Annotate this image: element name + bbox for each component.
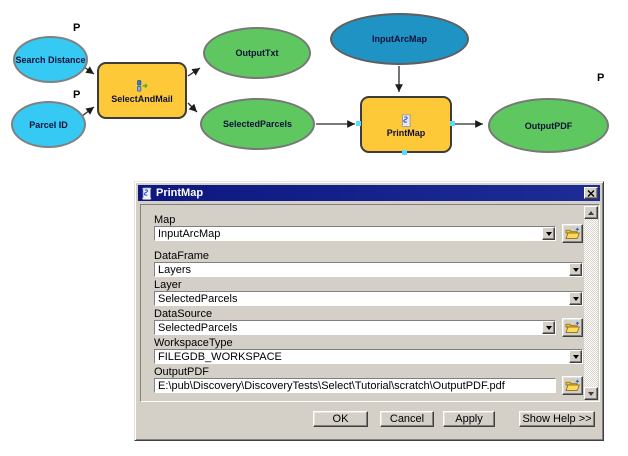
node-label: Search Distance	[15, 54, 86, 65]
dataframe-combobox	[154, 262, 583, 277]
field-row-layer: Layer	[154, 279, 583, 306]
workspacetype-input[interactable]	[155, 350, 569, 363]
map-input[interactable]	[155, 227, 542, 240]
node-anchor-left	[356, 121, 361, 126]
folder-icon	[565, 379, 580, 391]
datasource-input[interactable]	[155, 321, 542, 334]
field-label-layer: Layer	[154, 279, 182, 291]
node-label: OutputPDF	[524, 120, 573, 131]
chevron-down-icon	[545, 231, 552, 236]
script-tool-icon	[401, 114, 411, 127]
dialog-titlebar: PrintMap	[138, 185, 600, 201]
datasource-dropdown-button[interactable]	[542, 321, 555, 334]
map-browse-button[interactable]	[562, 224, 583, 243]
dataframe-dropdown-button[interactable]	[569, 263, 582, 276]
field-row-datasource: DataSource	[154, 308, 583, 337]
dataframe-input[interactable]	[155, 263, 569, 276]
close-icon	[587, 189, 595, 197]
vertical-scrollbar[interactable]	[584, 206, 598, 400]
field-row-outputpdf: OutputPDF	[154, 366, 583, 395]
field-row-map: Map	[154, 214, 583, 243]
model-node-input-arcmap[interactable]: InputArcMap	[330, 13, 469, 65]
model-node-search-distance[interactable]: Search Distance	[13, 36, 88, 83]
outputpdf-input[interactable]	[155, 379, 555, 392]
field-row-workspacetype: WorkspaceType	[154, 337, 583, 364]
field-label-dataframe: DataFrame	[154, 250, 210, 262]
model-node-select-and-mail[interactable]: SelectAndMail	[97, 62, 187, 119]
workspacetype-combobox	[154, 349, 583, 364]
close-button[interactable]	[584, 187, 598, 199]
cancel-button[interactable]: Cancel	[380, 411, 434, 427]
outputpdf-textbox	[154, 378, 556, 393]
outputpdf-browse-button[interactable]	[562, 376, 583, 395]
chevron-down-icon	[572, 296, 579, 301]
field-label-map: Map	[154, 214, 176, 226]
chevron-down-icon	[572, 354, 579, 359]
dialog-title: PrintMap	[156, 187, 204, 199]
model-node-selected-parcels[interactable]: SelectedParcels	[200, 98, 315, 150]
folder-icon	[565, 321, 580, 333]
dialog-button-row: OK Cancel Apply Show Help >>	[135, 411, 595, 427]
datasource-browse-button[interactable]	[562, 318, 583, 337]
model-node-print-map[interactable]: PrintMap	[360, 96, 452, 153]
model-node-parcel-id[interactable]: Parcel ID	[11, 101, 86, 148]
layer-input[interactable]	[155, 292, 569, 305]
chevron-down-icon	[588, 391, 594, 396]
chevron-down-icon	[572, 267, 579, 272]
model-tool-icon	[137, 79, 148, 91]
node-anchor-right	[450, 121, 455, 126]
field-row-dataframe: DataFrame	[154, 250, 583, 277]
apply-button[interactable]: Apply	[443, 411, 495, 427]
node-label: InputArcMap	[372, 34, 427, 44]
node-label: PrintMap	[386, 127, 426, 138]
script-icon	[142, 187, 152, 200]
node-label: OutputTxt	[235, 48, 279, 58]
node-anchor-bottom	[402, 150, 407, 155]
parameter-marker-output-pdf: P	[597, 72, 605, 84]
datasource-combobox	[154, 320, 556, 335]
model-node-output-pdf[interactable]: OutputPDF	[488, 98, 609, 153]
parameter-marker-parcel-id: P	[73, 89, 81, 101]
folder-icon	[565, 227, 580, 239]
scroll-down-button[interactable]	[584, 387, 598, 400]
field-label-datasource: DataSource	[154, 308, 213, 320]
modelbuilder-canvas: Search Distance P Parcel ID P SelectAndM…	[0, 0, 628, 180]
field-label-outputpdf: OutputPDF	[154, 366, 210, 378]
scroll-up-button[interactable]	[584, 206, 598, 219]
map-combobox	[154, 226, 556, 241]
field-label-workspacetype: WorkspaceType	[154, 337, 233, 349]
node-label: SelectedParcels	[222, 119, 293, 129]
layer-dropdown-button[interactable]	[569, 292, 582, 305]
node-label: SelectAndMail	[111, 93, 173, 104]
parameters-panel: Map	[140, 204, 600, 402]
printmap-dialog: PrintMap Map	[134, 181, 604, 441]
ok-button[interactable]: OK	[313, 411, 368, 427]
chevron-up-icon	[588, 210, 594, 215]
connector-arrows	[81, 66, 483, 128]
workspacetype-dropdown-button[interactable]	[569, 350, 582, 363]
parameter-marker-search-distance: P	[73, 22, 81, 34]
chevron-down-icon	[545, 325, 552, 330]
node-label: Parcel ID	[29, 119, 68, 130]
layer-combobox	[154, 291, 583, 306]
model-node-output-txt[interactable]: OutputTxt	[203, 27, 311, 79]
show-help-button[interactable]: Show Help >>	[519, 411, 595, 427]
map-dropdown-button[interactable]	[542, 227, 555, 240]
